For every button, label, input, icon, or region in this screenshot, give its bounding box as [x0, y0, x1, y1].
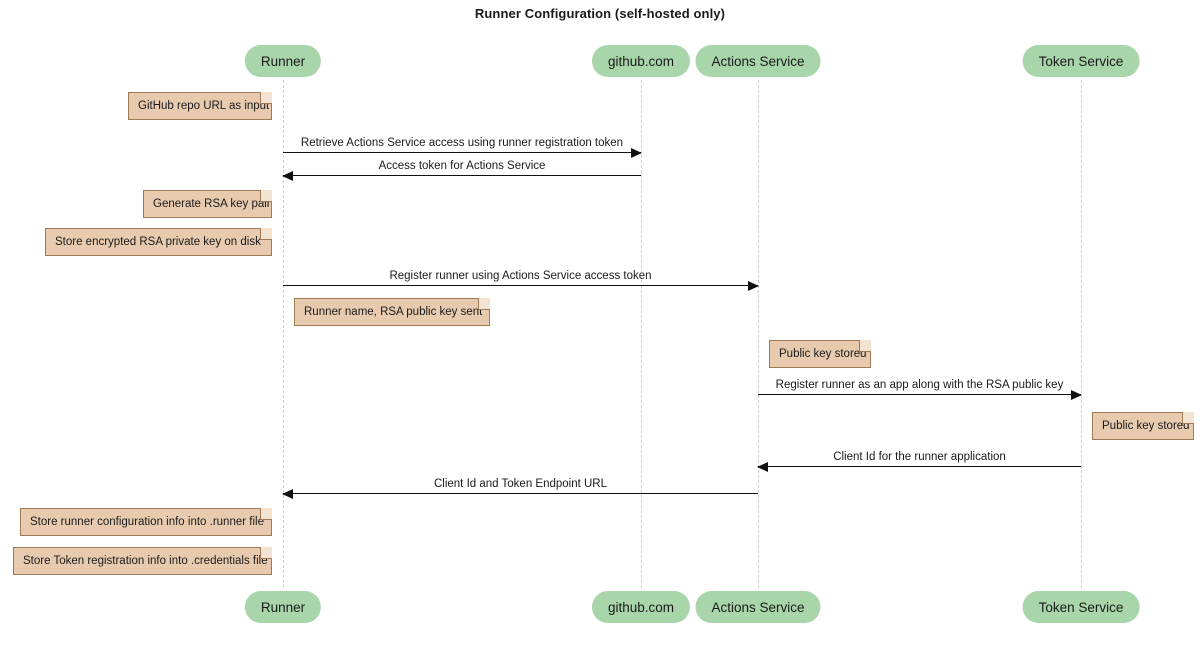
participant-token-top[interactable]: Token Service: [1022, 45, 1140, 77]
note-store-encrypted-rsa: Store encrypted RSA private key on disk: [45, 228, 272, 256]
participant-label: github.com: [607, 53, 675, 69]
note-text: Store encrypted RSA private key on disk: [55, 236, 261, 248]
arrowhead-left-icon: [757, 462, 768, 472]
message-label: Register runner using Actions Service ac…: [389, 270, 652, 282]
arrowhead-right-icon: [1071, 390, 1082, 400]
note-fold-corner-icon: [260, 508, 272, 520]
msg-client-id-token-endpoint: Client Id and Token Endpoint URL: [282, 478, 758, 499]
note-fold-corner-icon: [1182, 412, 1194, 424]
page-title: Runner Configuration (self-hosted only): [474, 6, 726, 21]
participant-github-top[interactable]: github.com: [591, 45, 691, 77]
note-fold-corner-icon: [260, 228, 272, 240]
note-public-key-stored-token: Public key stored: [1092, 412, 1194, 440]
note-text: Generate RSA key pair: [153, 198, 271, 210]
participant-label: Runner: [260, 599, 306, 615]
message-label: Access token for Actions Service: [378, 160, 546, 172]
note-public-key-stored-actions: Public key stored: [769, 340, 871, 368]
participant-token-bottom[interactable]: Token Service: [1022, 591, 1140, 623]
participant-label: github.com: [607, 599, 675, 615]
note-text: Public key stored: [1102, 420, 1190, 432]
participant-github-bottom[interactable]: github.com: [591, 591, 691, 623]
note-fold-corner-icon: [260, 92, 272, 104]
participant-label: Actions Service: [711, 53, 805, 69]
participant-label: Runner: [260, 53, 306, 69]
note-runner-name-public-key: Runner name, RSA public key sent: [294, 298, 490, 326]
message-label: Client Id for the runner application: [833, 451, 1006, 463]
participant-label: Token Service: [1038, 53, 1124, 69]
arrowhead-left-icon: [282, 489, 293, 499]
message-label: Client Id and Token Endpoint URL: [433, 478, 608, 490]
note-fold-corner-icon: [260, 547, 272, 559]
participant-actions-top[interactable]: Actions Service: [695, 45, 821, 77]
note-github-repo-url: GitHub repo URL as input: [128, 92, 272, 120]
participant-runner-bottom[interactable]: Runner: [244, 591, 322, 623]
arrowhead-right-icon: [631, 148, 642, 158]
msg-access-token: Access token for Actions Service: [282, 160, 641, 181]
msg-register-runner-as-app: Register runner as an app along with the…: [758, 379, 1082, 400]
lifeline-runner: [283, 80, 284, 588]
lifeline-github: [641, 80, 642, 588]
note-fold-corner-icon: [859, 340, 871, 352]
message-label: Register runner as an app along with the…: [775, 379, 1064, 391]
msg-client-id-runner-app: Client Id for the runner application: [757, 451, 1081, 472]
note-fold-corner-icon: [478, 298, 490, 310]
note-fold-corner-icon: [260, 190, 272, 202]
msg-register-runner: Register runner using Actions Service ac…: [283, 270, 759, 291]
note-store-token-registration: Store Token registration info into .cred…: [13, 547, 272, 575]
note-text: Runner name, RSA public key sent: [304, 306, 483, 318]
note-store-runner-config: Store runner configuration info into .ru…: [20, 508, 272, 536]
lifeline-actions: [758, 80, 759, 588]
note-text: Store Token registration info into .cred…: [23, 555, 268, 567]
note-text: Store runner configuration info into .ru…: [30, 516, 264, 528]
participant-label: Token Service: [1038, 599, 1124, 615]
participant-actions-bottom[interactable]: Actions Service: [695, 591, 821, 623]
message-label: Retrieve Actions Service access using ru…: [300, 137, 624, 149]
participant-label: Actions Service: [711, 599, 805, 615]
msg-retrieve-actions-access: Retrieve Actions Service access using ru…: [283, 137, 642, 158]
arrowhead-left-icon: [282, 171, 293, 181]
arrowhead-right-icon: [748, 281, 759, 291]
lifeline-token: [1081, 80, 1082, 588]
note-generate-rsa: Generate RSA key pair: [143, 190, 272, 218]
note-text: Public key stored: [779, 348, 867, 360]
note-text: GitHub repo URL as input: [138, 100, 270, 112]
participant-runner-top[interactable]: Runner: [244, 45, 322, 77]
